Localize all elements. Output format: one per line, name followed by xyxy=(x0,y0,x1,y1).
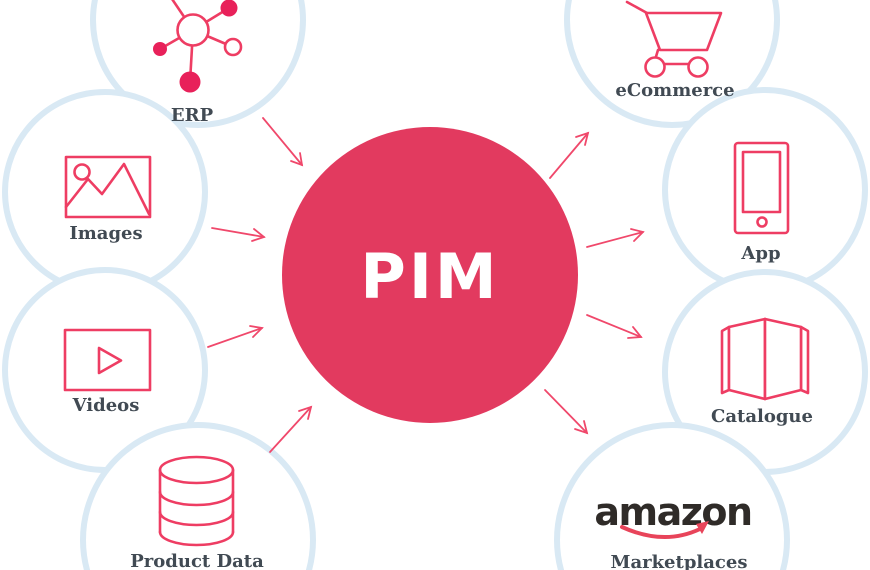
output-item-catalogue: Catalogue xyxy=(711,317,813,427)
input-item-videos: Videos xyxy=(63,328,152,416)
erp-label: ERP xyxy=(171,105,214,126)
pim-center-node: PIM xyxy=(282,127,578,423)
output-item-marketplaces: amazon Marketplaces xyxy=(594,490,753,570)
catalogue-label: Catalogue xyxy=(711,406,813,427)
arrow-videos-to-pim xyxy=(207,325,264,348)
arrow-pim-to-ecommerce xyxy=(549,131,590,179)
videos-label: Videos xyxy=(72,395,140,416)
arrow-images-to-pim xyxy=(211,227,266,242)
app-label: App xyxy=(740,243,780,264)
pim-label: PIM xyxy=(360,240,499,313)
arrow-pim-to-app xyxy=(586,228,645,248)
output-arrows xyxy=(544,131,645,435)
output-item-ecommerce: eCommerce xyxy=(615,0,735,101)
images-label: Images xyxy=(69,223,142,244)
bubble-marketplaces xyxy=(554,422,790,570)
shopping-cart-icon xyxy=(625,0,723,78)
input-item-images: Images xyxy=(64,155,152,244)
amazon-logo: amazon xyxy=(594,490,753,539)
arrow-pim-to-marketplaces xyxy=(544,389,589,435)
arrow-product-data-to-pim xyxy=(269,405,313,453)
pim-circle xyxy=(282,127,578,423)
video-player-icon xyxy=(63,328,152,392)
input-item-product-data: Product Data xyxy=(130,455,264,570)
bubble-ecommerce xyxy=(564,0,780,128)
bubble-product-data xyxy=(80,422,316,570)
open-book-icon xyxy=(720,317,810,401)
amazon-smile-arrow xyxy=(620,525,702,539)
marketplaces-label: Marketplaces xyxy=(611,552,748,570)
product-data-label: Product Data xyxy=(130,551,264,570)
ecommerce-label: eCommerce xyxy=(615,80,734,101)
bubble-chain-right xyxy=(554,0,868,570)
input-item-erp: ERP xyxy=(153,0,243,126)
smartphone-icon xyxy=(733,141,790,235)
bubble-erp xyxy=(90,0,306,128)
image-icon xyxy=(64,155,152,219)
input-arrows xyxy=(207,117,313,453)
amazon-wordmark: amazon xyxy=(594,490,751,534)
network-icon xyxy=(153,0,243,93)
arrow-erp-to-pim xyxy=(262,117,304,167)
arrow-pim-to-catalogue xyxy=(586,314,643,339)
database-icon xyxy=(158,455,235,547)
output-item-app: App xyxy=(733,141,790,264)
bubble-chain-left xyxy=(2,0,316,570)
amazon-smile-arrow-tip xyxy=(696,521,709,534)
